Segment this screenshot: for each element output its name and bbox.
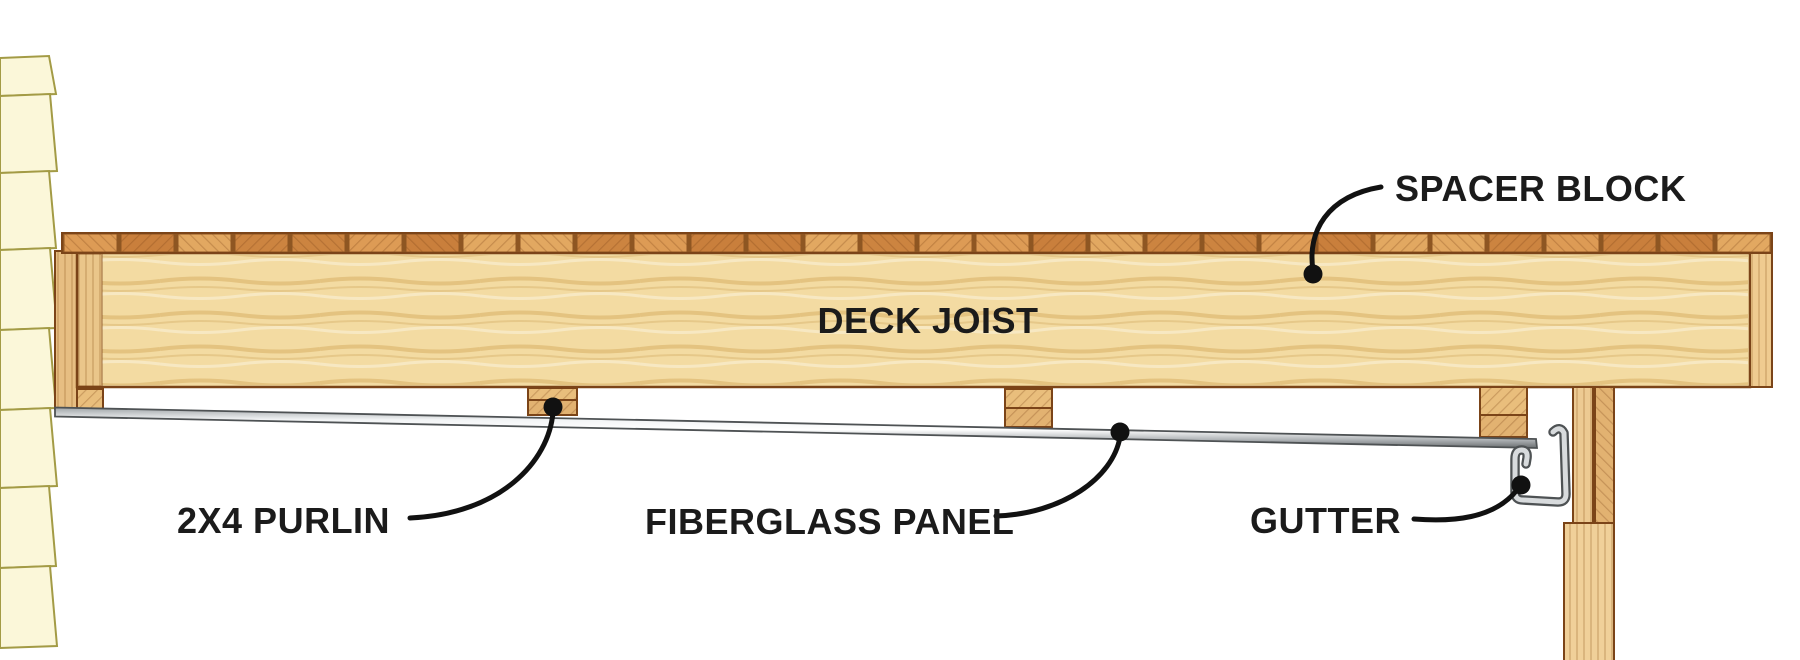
post-strip-right-grain <box>1596 388 1613 522</box>
decking <box>61 232 1773 254</box>
deck-board-grain <box>748 234 801 252</box>
siding-board <box>0 169 58 252</box>
spacer-purlin-block-c <box>1479 386 1528 438</box>
deck-board-grain <box>406 234 459 252</box>
deck-board-grain <box>1204 234 1257 252</box>
deck-board-grain <box>1375 234 1428 252</box>
deck-joist-grain <box>79 255 1748 385</box>
house-siding <box>0 54 59 650</box>
deck-board-grain <box>1546 234 1599 252</box>
label-spacer-block: SPACER BLOCK <box>1395 168 1686 209</box>
deck-board-grain <box>1489 234 1542 252</box>
gutter-profile-metal <box>1512 426 1569 505</box>
deck-board-grain <box>1261 234 1314 252</box>
deck-board-grain <box>520 234 573 252</box>
siding-board <box>0 92 59 175</box>
leader-spacer-block <box>1309 184 1384 273</box>
deck-board-grain <box>1660 234 1713 252</box>
deck-board-grain <box>235 234 288 252</box>
deck-board-grain <box>463 234 516 252</box>
siding-board <box>0 484 58 570</box>
deck-board-grain <box>1033 234 1086 252</box>
label-deck-joist: DECK JOIST <box>817 300 1038 341</box>
leader-dot-purlin <box>543 397 563 417</box>
deck-board-grain <box>577 234 630 252</box>
deck-board-grain <box>1090 234 1143 252</box>
deck-board-grain <box>976 234 1029 252</box>
siding-board <box>0 564 59 650</box>
deck-board-grain <box>691 234 744 252</box>
leader-dot-spacer-block <box>1303 264 1323 284</box>
leader-fiberglass-panel <box>993 434 1123 519</box>
leader-gutter <box>1411 487 1520 523</box>
label-purlin: 2X4 PURLIN <box>177 500 390 541</box>
siding-board <box>0 406 59 490</box>
deck-board-grain <box>349 234 402 252</box>
deck-board-grain <box>1147 234 1200 252</box>
deck-board-grain <box>178 234 231 252</box>
deck-board-grain <box>1603 234 1656 252</box>
deck-board-grain <box>1717 234 1770 252</box>
purlin-block-grain <box>78 390 102 408</box>
deck-board-grain <box>121 234 174 252</box>
siding-board <box>0 54 58 98</box>
deck-board-grain <box>919 234 972 252</box>
gutter-channel <box>1510 424 1571 507</box>
deck-board-grain <box>634 234 687 252</box>
rim-end-cap-grain <box>1751 254 1771 386</box>
post-strip-left-grain <box>1574 388 1592 522</box>
deck-board-grain <box>1432 234 1485 252</box>
deck-board-grain <box>862 234 915 252</box>
leader-dot-gutter <box>1511 475 1531 495</box>
siding-board <box>0 246 59 332</box>
post-lower-grain <box>1565 524 1613 660</box>
label-fiberglass-panel: FIBERGLASS PANEL <box>645 501 1014 542</box>
deck-board-grain <box>1318 234 1371 252</box>
wall-purlin-block <box>76 388 104 410</box>
block-grain <box>1006 390 1051 426</box>
spacer-purlin-block-b <box>1004 388 1053 428</box>
leader-dot-fiberglass-panel <box>1110 422 1130 442</box>
block-grain <box>1481 388 1526 436</box>
deck-board-grain <box>292 234 345 252</box>
deck-board-grain <box>64 234 117 252</box>
deck-board-row <box>64 234 1770 252</box>
joist-end-grain-lines <box>77 253 103 387</box>
label-gutter: GUTTER <box>1250 500 1401 541</box>
fiberglass-panel-sheet <box>54 406 1539 449</box>
ledger-board-grain <box>56 252 76 408</box>
support-post <box>1563 386 1615 660</box>
leader-purlin <box>407 409 556 521</box>
siding-board <box>0 326 58 412</box>
deck-board-grain <box>805 234 858 252</box>
